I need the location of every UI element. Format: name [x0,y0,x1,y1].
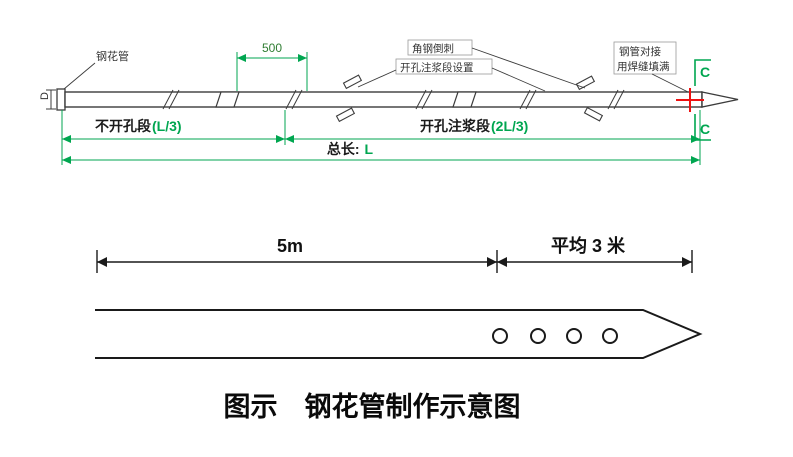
section-c-bottom: C [700,121,710,137]
grout-leader-left [357,69,397,88]
pipe-left-cap [56,88,66,111]
joint-leader [651,73,689,93]
dim-500-value: 500 [262,41,282,55]
weld-joint-mark [676,88,704,112]
pipe-break-marks [162,89,625,110]
barb-tabs [335,74,604,123]
barb-grout-callouts: 角钢倒刺 开孔注浆段设置 [357,39,586,92]
pipe-body [56,88,739,111]
bottom-pipe-outline [95,309,703,359]
grout-label: 开孔注浆段设置 [400,61,474,74]
total-length-label: 总长:L [327,141,374,157]
pipe-label-leader [63,62,96,90]
joint-callout: 钢管对接 用焊缝填满 [613,41,689,93]
grout-leader-right [491,67,546,92]
section-c-top: C [700,64,710,80]
bottom-drawing: 5m 平均 3 米 图示 钢花管制作示意图 [95,235,703,422]
segment-right-label: 开孔注浆段(2L/3) [420,118,528,134]
barb-leader [471,47,586,89]
pipe-couplers [215,91,477,108]
pipe-tip [701,91,739,108]
segment-dim-row: 不开孔段(L/3) 开孔注浆段(2L/3) [62,118,700,143]
dim-500: 500 [236,41,308,91]
joint-label-line1: 钢管对接 [619,45,661,58]
pipe-shaft [64,91,703,108]
barb-label: 角钢倒刺 [412,42,454,55]
top-drawing: 钢花管 500 角钢倒刺 开孔注浆段设置 钢管对接 用焊缝填满 [39,39,739,165]
bottom-dim-right-label: 平均 3 米 [551,235,626,256]
bottom-dim-left-label: 5m [277,236,303,256]
caption: 图示 钢花管制作示意图 [224,391,521,422]
segment-left-label: 不开孔段(L/3) [95,118,182,134]
pipe-label: 钢花管 [96,49,129,63]
diameter-dim: D [39,89,56,110]
total-length-row: 总长:L [62,141,700,164]
joint-label-line2: 用焊缝填满 [617,60,670,73]
diameter-label: D [39,92,51,100]
grout-holes [492,328,618,344]
